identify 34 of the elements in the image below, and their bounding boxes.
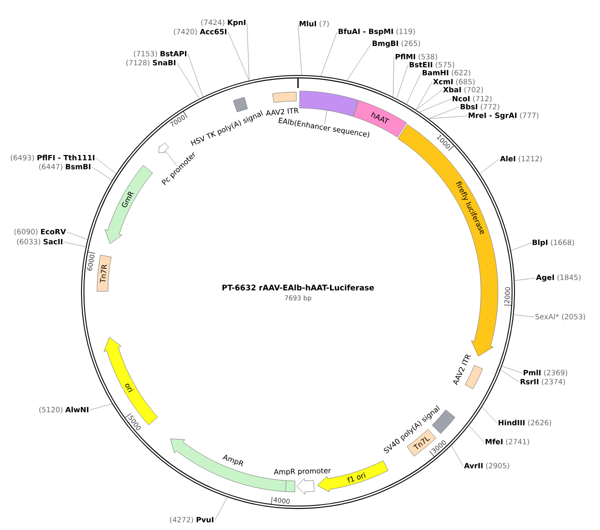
leader-line xyxy=(514,314,534,318)
leader-line xyxy=(500,369,520,382)
leader-line xyxy=(64,242,86,248)
leader-line xyxy=(468,425,484,442)
leader-line xyxy=(214,496,228,520)
leader-line xyxy=(396,64,408,99)
leader-line xyxy=(228,32,250,81)
leader-line xyxy=(451,445,464,466)
leader-line xyxy=(90,403,112,410)
feature-segment xyxy=(158,142,169,153)
leader-line xyxy=(510,242,532,251)
leader-line xyxy=(419,98,452,112)
feature-bar xyxy=(299,90,358,117)
leader-line xyxy=(514,278,536,281)
leader-line xyxy=(176,62,200,99)
leader-line xyxy=(188,54,204,98)
leader-line xyxy=(416,90,442,110)
leader-line xyxy=(428,106,460,119)
leader-line xyxy=(428,116,468,119)
leader-line xyxy=(320,32,338,76)
leader-line xyxy=(406,72,422,104)
leader-line xyxy=(298,24,302,76)
leader-line xyxy=(96,158,116,174)
leader-line xyxy=(502,366,522,374)
leader-line xyxy=(246,22,250,81)
leader-line xyxy=(324,110,328,124)
leader-line xyxy=(392,56,394,98)
leader-line xyxy=(346,44,372,81)
leader-line xyxy=(416,82,432,110)
leader-line xyxy=(92,166,112,180)
leader-line xyxy=(164,150,178,166)
leader-line xyxy=(66,232,88,240)
leader-line xyxy=(482,406,498,424)
leader-line xyxy=(480,158,500,174)
